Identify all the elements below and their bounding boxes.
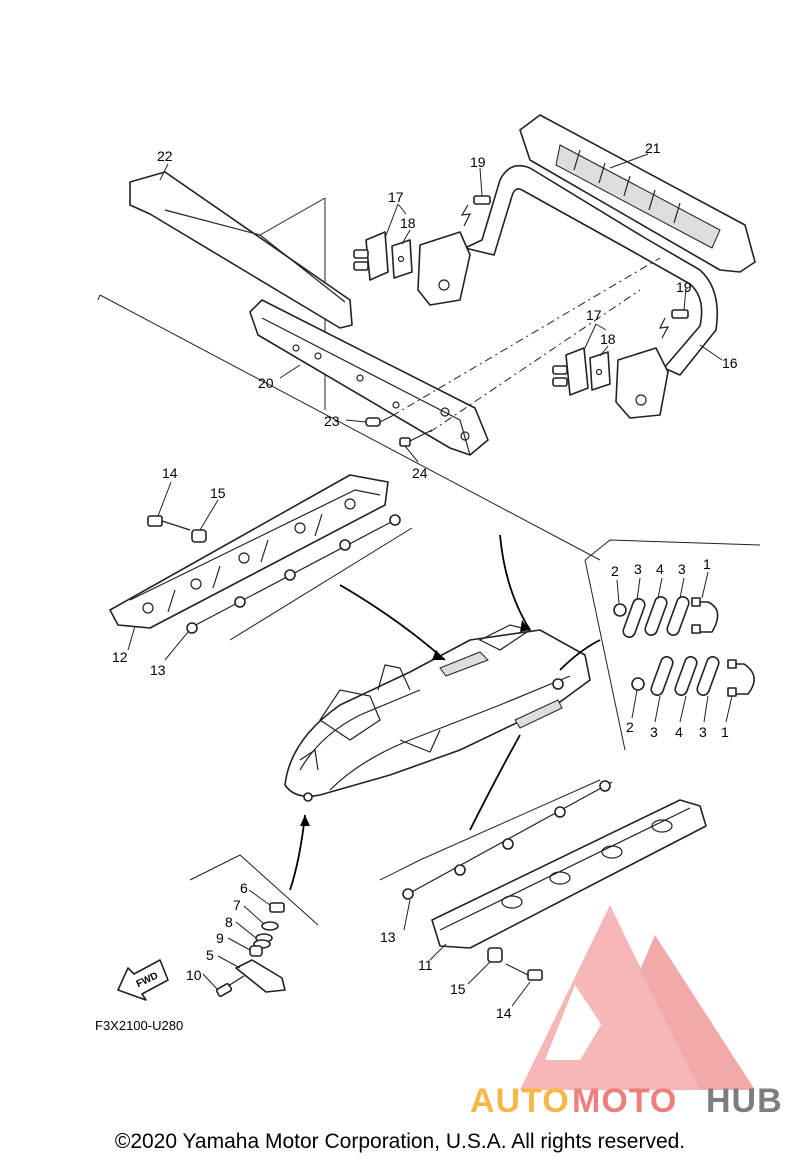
callout-4-top: 4 <box>656 561 664 577</box>
part-24-screw <box>399 429 433 447</box>
callout-7: 7 <box>233 897 241 913</box>
callout-13-right: 13 <box>380 929 396 945</box>
part-13-rail <box>186 514 401 634</box>
copyright-notice: ©2020 Yamaha Motor Corporation, U.S.A. A… <box>114 1130 686 1153</box>
part-15-collar-left <box>191 529 207 543</box>
callout-3-bottom-a: 3 <box>650 724 658 740</box>
callout-16: 16 <box>722 355 738 371</box>
part-17-bracket-upper <box>353 231 389 281</box>
callout-3-top-a: 3 <box>634 561 642 577</box>
part-11-sponson <box>431 799 707 949</box>
callout-10: 10 <box>186 967 202 983</box>
part-22-pad <box>129 171 353 329</box>
part-14-bolt-left <box>147 515 191 531</box>
part-4-plate-top <box>644 596 668 636</box>
callout-18-lower: 18 <box>600 331 616 347</box>
callout-1-top: 1 <box>703 556 711 572</box>
callout-12: 12 <box>112 649 128 665</box>
part-19-bolt-lower <box>658 309 689 339</box>
callout-14-left: 14 <box>162 465 178 481</box>
watercraft-outline <box>284 624 591 802</box>
figure-code: F3X2100-U280 <box>95 1018 183 1033</box>
callout-17-upper: 17 <box>388 189 404 205</box>
part-15-collar-right <box>487 947 503 963</box>
callout-17-lower: 17 <box>586 307 602 323</box>
svg-text:MOTO: MOTO <box>572 1082 677 1120</box>
part-3-plate-top-a <box>622 598 646 638</box>
watermark-logo <box>520 905 755 1090</box>
part-3-plate-top-b <box>666 596 690 636</box>
callout-5: 5 <box>206 947 214 963</box>
part-9-collar <box>249 945 263 957</box>
part-16-handle <box>464 164 719 376</box>
callout-24: 24 <box>412 465 428 481</box>
part-2-nut-bottom <box>631 677 645 691</box>
callout-15-right: 15 <box>450 981 466 997</box>
callout-9: 9 <box>216 930 224 946</box>
callout-18-upper: 18 <box>400 215 416 231</box>
callout-23: 23 <box>324 413 340 429</box>
callout-3-bottom-b: 3 <box>699 724 707 740</box>
fwd-arrow-icon: FWD <box>117 959 169 1001</box>
callout-1-bottom: 1 <box>721 724 729 740</box>
part-4-plate-bottom <box>674 656 698 696</box>
part-20-bracket <box>249 299 489 456</box>
bow-eye-group: 6 7 8 9 5 10 FWD F3X2100-U280 <box>95 880 286 1033</box>
part-2-nut-top <box>613 603 627 617</box>
callout-15-left: 15 <box>210 485 226 501</box>
callout-11: 11 <box>418 957 433 973</box>
callout-22: 22 <box>157 148 173 164</box>
part-3-plate-bottom-b <box>696 656 720 696</box>
part-19-bolt-upper <box>460 195 491 227</box>
part-1-u-bolt-top <box>691 597 719 634</box>
part-12-sponson <box>109 474 389 629</box>
part-5-eye <box>235 959 286 993</box>
callout-13-left: 13 <box>150 662 166 678</box>
svg-text:AUTO: AUTO <box>470 1082 570 1120</box>
callout-lines <box>97 294 761 926</box>
callout-6: 6 <box>240 880 248 896</box>
part-3-plate-bottom-a <box>650 656 674 696</box>
watermark-text: AUTO MOTO HUB <box>470 1082 783 1120</box>
part-18-plate-lower <box>589 351 611 391</box>
callout-19-lower: 19 <box>676 279 692 295</box>
left-sponson-group: 14 15 12 13 <box>109 465 413 678</box>
callout-4-bottom: 4 <box>675 724 683 740</box>
callout-21: 21 <box>645 140 661 156</box>
part-7-washer <box>261 921 279 931</box>
part-17-bracket-lower <box>552 347 589 396</box>
part-18-plate-upper <box>391 239 413 279</box>
callout-2-top: 2 <box>611 563 619 579</box>
callout-14-right: 14 <box>496 1005 512 1021</box>
callout-2-bottom: 2 <box>626 719 634 735</box>
callout-8: 8 <box>225 914 233 930</box>
part-14-bolt-right <box>505 963 543 981</box>
callout-20: 20 <box>258 375 274 391</box>
part-1-u-bolt-bottom <box>727 659 755 697</box>
part-10-bolt <box>215 975 245 998</box>
callout-19-upper: 19 <box>470 154 486 170</box>
right-sponson-group: 13 11 15 14 <box>380 780 707 1021</box>
callout-3-top-b: 3 <box>678 561 686 577</box>
svg-text:HUB: HUB <box>706 1082 783 1120</box>
u-bolt-hardware-group: 2 3 4 3 1 2 3 4 3 1 <box>611 556 755 740</box>
part-6-nut <box>269 902 285 913</box>
part-13-rail-right <box>402 780 613 900</box>
part-23-screw <box>365 415 393 427</box>
rear-boarding-step-group: 22 17 18 19 21 17 18 19 16 20 23 24 <box>99 114 756 561</box>
